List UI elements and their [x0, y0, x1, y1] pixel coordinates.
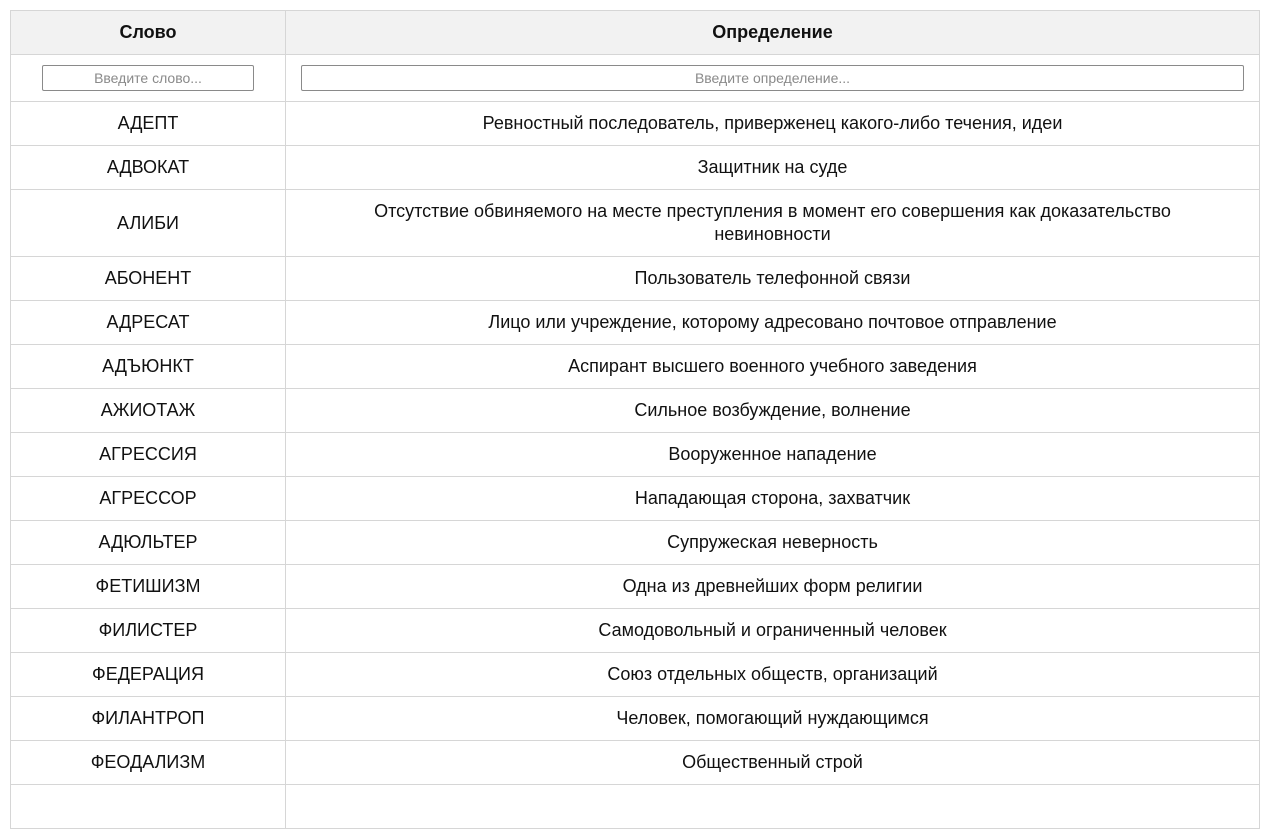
definition-cell: Ревностный последователь, приверженец ка…: [285, 101, 1260, 146]
word-cell: АЖИОТАЖ: [10, 388, 286, 433]
definition-cell: Отсутствие обвиняемого на месте преступл…: [285, 189, 1260, 257]
word-cell: ФЕОДАЛИЗМ: [10, 740, 286, 785]
word-cell: АГРЕССОР: [10, 476, 286, 521]
definition-cell: Человек, помогающий нуждающимся: [285, 696, 1260, 741]
definition-cell: [285, 784, 1260, 829]
word-cell: ФЕДЕРАЦИЯ: [10, 652, 286, 697]
word-filter-cell: [10, 54, 286, 102]
word-cell: [10, 784, 286, 829]
definition-cell: Союз отдельных обществ, организаций: [285, 652, 1260, 697]
definition-cell: Вооруженное нападение: [285, 432, 1260, 477]
definition-cell: Аспирант высшего военного учебного завед…: [285, 344, 1260, 389]
word-cell: АГРЕССИЯ: [10, 432, 286, 477]
definition-cell: Лицо или учреждение, которому адресовано…: [285, 300, 1260, 345]
definition-cell: Общественный строй: [285, 740, 1260, 785]
definition-cell: Пользователь телефонной связи: [285, 256, 1260, 301]
word-cell: ФИЛИСТЕР: [10, 608, 286, 653]
word-cell: АБОНЕНТ: [10, 256, 286, 301]
table-row[interactable]: [10, 784, 1260, 829]
filter-row: [10, 54, 1260, 102]
header-row: Слово Определение: [10, 10, 1260, 55]
definition-cell: Супружеская неверность: [285, 520, 1260, 565]
definition-cell: Нападающая сторона, захватчик: [285, 476, 1260, 521]
word-cell: АДЪЮНКТ: [10, 344, 286, 389]
word-cell: АДЕПТ: [10, 101, 286, 146]
word-cell: АДВОКАТ: [10, 145, 286, 190]
column-header-word[interactable]: Слово: [10, 10, 286, 55]
word-cell: АДЮЛЬТЕР: [10, 520, 286, 565]
word-cell: ФИЛАНТРОП: [10, 696, 286, 741]
definition-cell: Самодовольный и ограниченный человек: [285, 608, 1260, 653]
word-cell: АДРЕСАТ: [10, 300, 286, 345]
word-cell: АЛИБИ: [10, 189, 286, 257]
definition-cell: Защитник на суде: [285, 145, 1260, 190]
word-filter-input[interactable]: [42, 65, 254, 91]
definition-cell: Одна из древнейших форм религии: [285, 564, 1260, 609]
definition-filter-input[interactable]: [301, 65, 1244, 91]
definition-cell: Сильное возбуждение, волнение: [285, 388, 1260, 433]
definition-filter-cell: [285, 54, 1260, 102]
column-header-definition[interactable]: Определение: [285, 10, 1260, 55]
word-cell: ФЕТИШИЗМ: [10, 564, 286, 609]
